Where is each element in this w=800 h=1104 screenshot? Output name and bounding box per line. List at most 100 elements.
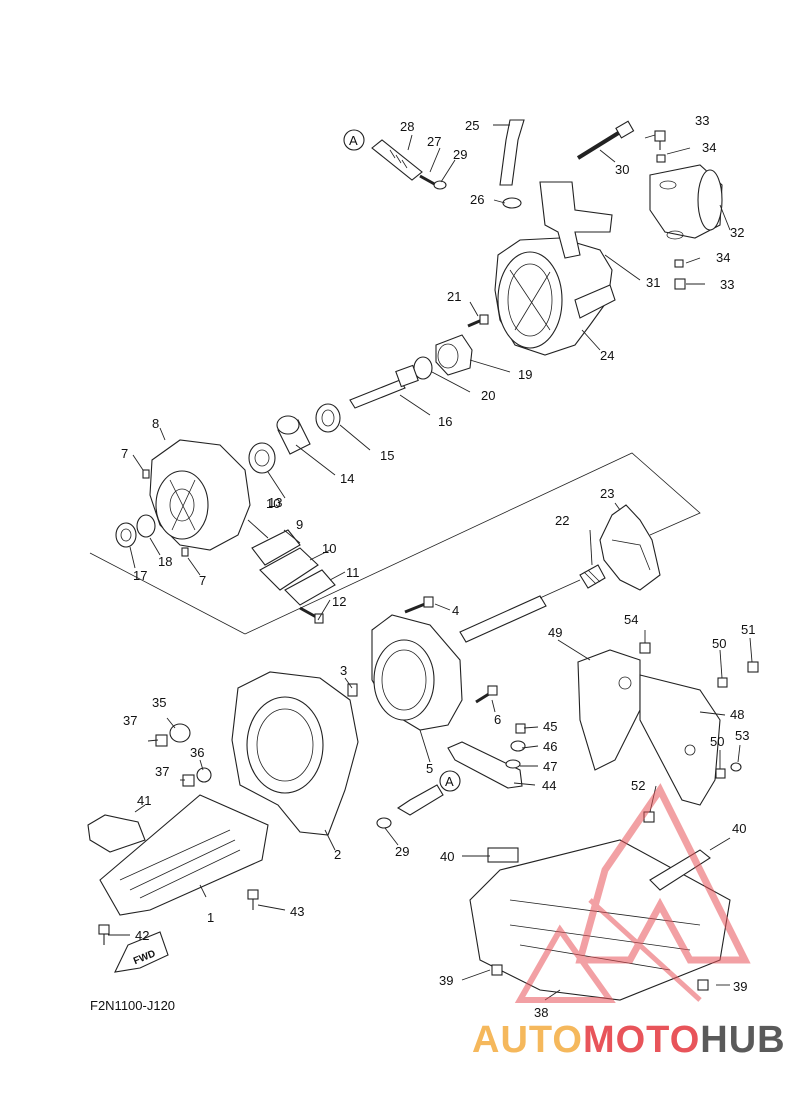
label-15: 15 (380, 448, 394, 463)
label-4: 4 (452, 603, 459, 618)
label-8: 8 (152, 416, 159, 431)
label-41: 41 (137, 793, 151, 808)
seal-18 (136, 514, 156, 538)
washer-34-upper (656, 154, 666, 163)
label-24: 24 (600, 348, 614, 363)
leader-lines (108, 124, 753, 1001)
driveshaft (459, 579, 581, 643)
label-49: 49 (548, 625, 562, 640)
jet-pump-housing-24 (494, 237, 616, 356)
ref-marker-upper-label: A (349, 133, 358, 148)
label-25: 25 (465, 118, 479, 133)
label-39-right: 39 (733, 979, 747, 994)
intake-grate-1 (99, 794, 269, 916)
washer-36 (196, 767, 212, 783)
label-12: 12 (332, 594, 346, 609)
cover-41 (87, 814, 146, 853)
bolt-39-left (491, 964, 503, 976)
label-2: 2 (334, 847, 341, 862)
pin-7-upper (142, 469, 150, 479)
figure-code: F2N1100-J120 (90, 998, 175, 1013)
bolt-54 (639, 642, 651, 654)
label-3: 3 (340, 663, 347, 678)
label-10-lower: 10 (322, 541, 336, 556)
washer-46 (510, 740, 526, 752)
washer-35 (169, 723, 191, 743)
label-16: 16 (438, 414, 452, 429)
label-11: 11 (346, 565, 360, 580)
clip-29-lower (376, 817, 392, 829)
plate-49 (577, 649, 641, 771)
label-35: 35 (152, 695, 166, 710)
label-32: 32 (730, 225, 744, 240)
label-43: 43 (290, 904, 304, 919)
long-bolt-30 (576, 120, 635, 160)
label-42: 42 (135, 928, 149, 943)
washer-47 (505, 759, 521, 769)
label-23: 23 (600, 486, 614, 501)
nozzle-32 (649, 164, 723, 240)
watermark-logo-icon (514, 783, 751, 1003)
ref-marker-lower-label: A (445, 774, 454, 789)
label-33-lower: 33 (720, 277, 734, 292)
label-10-upper: 10 (266, 496, 280, 511)
label-20: 20 (481, 388, 495, 403)
label-50-upper: 50 (712, 636, 726, 651)
label-13: 13 (268, 495, 282, 510)
label-51: 51 (741, 622, 755, 637)
label-29-lower: 29 (395, 844, 409, 859)
bolt-33-upper (654, 130, 666, 150)
bolt-42 (98, 924, 110, 945)
label-40-right: 40 (732, 821, 746, 836)
bolt-45 (515, 723, 526, 734)
label-14: 14 (340, 471, 354, 486)
label-31: 31 (646, 275, 660, 290)
label-44: 44 (542, 778, 556, 793)
label-21: 21 (447, 289, 461, 304)
pin-7-lower (181, 547, 189, 557)
bearing-15 (315, 403, 341, 433)
label-7-lower: 7 (199, 573, 206, 588)
bolt-21 (467, 314, 489, 328)
label-5: 5 (426, 761, 433, 776)
label-7-upper: 7 (121, 446, 128, 461)
callout-labels: 1 2 3 4 5 6 7 7 8 9 10 10 11 12 13 14 15… (121, 113, 755, 1020)
label-47: 47 (543, 759, 557, 774)
washer-34-lower (674, 259, 684, 268)
nut-50-lower (715, 768, 726, 779)
shaft-16 (349, 364, 419, 409)
bolt-12 (299, 606, 324, 624)
label-1: 1 (207, 910, 214, 925)
label-36: 36 (190, 745, 204, 760)
housing-5 (371, 614, 463, 731)
nut-37-upper (155, 734, 168, 747)
label-38: 38 (534, 1005, 548, 1020)
bracket-44 (447, 741, 523, 789)
impeller-23 (599, 504, 661, 591)
bolt-6 (475, 685, 498, 704)
label-22: 22 (555, 513, 569, 528)
bearing-13 (248, 442, 276, 474)
ref-marker-upper (343, 129, 365, 151)
clamp-26 (502, 197, 522, 209)
cable-lower (396, 784, 444, 816)
bolt-51 (747, 661, 759, 673)
sleeve-14 (276, 415, 311, 455)
watermark-text: AUTOMOTOHUB (472, 1019, 786, 1061)
hose-25 (499, 119, 525, 186)
label-37-upper: 37 (123, 713, 137, 728)
bolt-3 (347, 683, 358, 697)
seal-17 (115, 522, 137, 548)
cover-40-left (487, 847, 519, 863)
clip-29-upper (433, 180, 447, 190)
watermark-moto: MOTO (583, 1019, 700, 1061)
label-17: 17 (133, 568, 147, 583)
label-33-upper: 33 (695, 113, 709, 128)
label-52: 52 (631, 778, 645, 793)
label-45: 45 (543, 719, 557, 734)
cap-19 (435, 334, 473, 376)
nut-50-upper (717, 677, 728, 688)
label-9: 9 (296, 517, 303, 532)
label-26: 26 (470, 192, 484, 207)
